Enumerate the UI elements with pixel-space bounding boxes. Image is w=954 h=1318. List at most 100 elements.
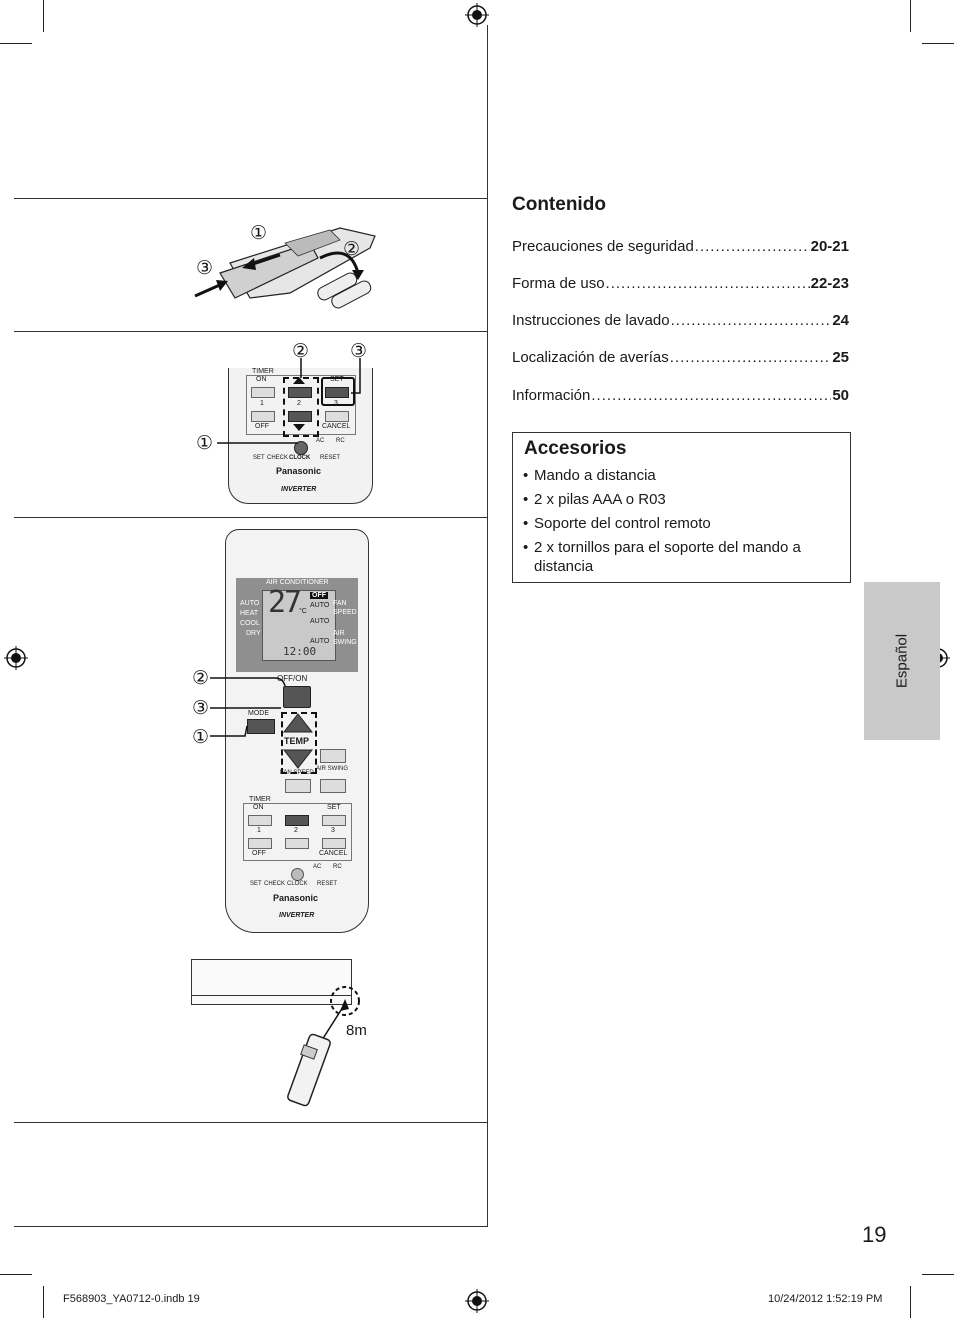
lcd-screen (262, 590, 336, 661)
mode-dry-label: DRY (246, 630, 261, 637)
toc-page: 20-21 (810, 238, 849, 255)
fan-speed-button[interactable] (285, 779, 311, 793)
mode-heat-label: HEAT (240, 610, 259, 617)
temp-arrows-icon (282, 713, 314, 769)
air-label: AIR (333, 630, 345, 637)
display-header: AIR CONDITIONER (266, 579, 329, 586)
crop-mark (910, 1286, 911, 1318)
toc-item[interactable]: Instrucciones de lavado 24 (512, 312, 849, 332)
timer-off-button[interactable] (248, 838, 272, 849)
toc-item[interactable]: Información50 (512, 387, 849, 407)
auto-indicator: AUTO (310, 618, 330, 625)
fan-label: FAN (333, 600, 347, 607)
time-down-button[interactable] (285, 838, 309, 849)
callout-leaders (217, 358, 361, 444)
toc-label: Forma de uso (512, 275, 605, 292)
set-label: SET (327, 804, 341, 811)
timer-on-button[interactable] (251, 387, 275, 398)
cancel-button[interactable] (322, 838, 346, 849)
callout-3: ③ (192, 698, 210, 719)
callout-2: ② (192, 668, 210, 689)
section-divider (14, 331, 487, 332)
callout-3: ③ (196, 258, 214, 279)
toc-item[interactable]: Precauciones de seguridad 20-21 (512, 238, 849, 258)
crop-mark (0, 43, 32, 44)
crop-mark (910, 0, 911, 32)
temperature-readout: 27 (268, 585, 302, 620)
mode-auto-label: AUTO (240, 600, 260, 607)
number-label: 3 (331, 827, 335, 834)
time-up-button[interactable] (285, 815, 309, 826)
speed-label: SPEED (333, 609, 357, 616)
check-label: CHECK (264, 881, 286, 887)
swing-up-button[interactable] (320, 749, 346, 763)
set-label: SET (330, 376, 344, 383)
indoor-unit-figure (191, 959, 352, 1005)
on-label: ON (256, 376, 267, 383)
mode-cool-label: COOL (240, 620, 260, 627)
list-item: Mando a distancia (523, 466, 841, 485)
battery-icon (317, 272, 372, 309)
mode-label: MODE (248, 710, 269, 717)
swing-lr-button[interactable] (320, 779, 346, 793)
timer-off-button[interactable] (251, 411, 275, 422)
highlight-box (321, 377, 355, 406)
time-down-button[interactable] (288, 411, 312, 422)
language-tab-label: Español (893, 633, 911, 689)
section-divider (14, 1226, 488, 1227)
cancel-label: CANCEL (319, 850, 348, 857)
clock-label: CLOCK (289, 455, 311, 461)
clock-readout: 12:00 (283, 645, 317, 658)
reset-label: RESET (317, 881, 338, 887)
toc-label: Precauciones de seguridad (512, 238, 694, 255)
toc-label: Localización de averías (512, 349, 669, 366)
battery-insertion-figure (194, 227, 376, 309)
toc-item[interactable]: Localización de averías 25 (512, 349, 849, 369)
indoor-unit-vent (191, 995, 352, 1005)
toc-page: 24 (832, 312, 849, 329)
toc-leader (591, 387, 831, 404)
registration-mark-icon (465, 1289, 489, 1313)
fan-speed-label: FAN SPEED (280, 770, 314, 776)
set-button[interactable] (325, 387, 349, 398)
toc-page: 25 (832, 349, 849, 366)
slide-arrow-icon (249, 253, 281, 267)
swing-label: SWING (333, 639, 357, 646)
inverter-logo: INVERTER (279, 912, 315, 919)
crop-mark (922, 1274, 954, 1275)
crop-mark (43, 1286, 44, 1318)
section-divider (14, 1122, 487, 1123)
clock-button[interactable] (294, 441, 308, 455)
timer-on-button[interactable] (248, 815, 272, 826)
clock-label: CLOCK (287, 881, 308, 887)
toc-label: Instrucciones de lavado (512, 312, 670, 329)
toc-leader (606, 275, 810, 292)
cancel-button[interactable] (325, 411, 349, 422)
registration-mark-icon (465, 3, 489, 27)
toc-leader (671, 312, 832, 329)
clock-button[interactable] (291, 868, 304, 881)
number-label: 2 (294, 827, 298, 834)
toc-page: 22-23 (810, 275, 849, 292)
highlight-box (281, 712, 317, 774)
cancel-label: CANCEL (322, 423, 351, 430)
signal-range-figure (287, 986, 360, 1107)
brand-logo: Panasonic (273, 893, 319, 903)
section-divider (14, 517, 487, 518)
toc-leader (695, 238, 810, 255)
ac-label: AC (316, 438, 325, 444)
off-indicator: OFF (310, 592, 328, 599)
time-up-button[interactable] (288, 387, 312, 398)
list-item: Soporte del control remoto (523, 514, 841, 533)
distance-label: 8m (346, 1022, 367, 1039)
brand-logo: Panasonic (276, 466, 322, 476)
power-button[interactable] (283, 686, 311, 708)
ac-label: AC (313, 864, 322, 870)
language-tab[interactable]: Español (864, 582, 940, 740)
set-button[interactable] (322, 815, 346, 826)
timer-label: TIMER (249, 796, 271, 803)
accessories-list: Mando a distancia 2 x pilas AAA o R03 So… (523, 466, 841, 581)
accessories-box: Accesorios Mando a distancia 2 x pilas A… (512, 432, 851, 583)
check-label: CHECK (267, 455, 289, 461)
toc-item[interactable]: Forma de uso 22-23 (512, 275, 849, 295)
